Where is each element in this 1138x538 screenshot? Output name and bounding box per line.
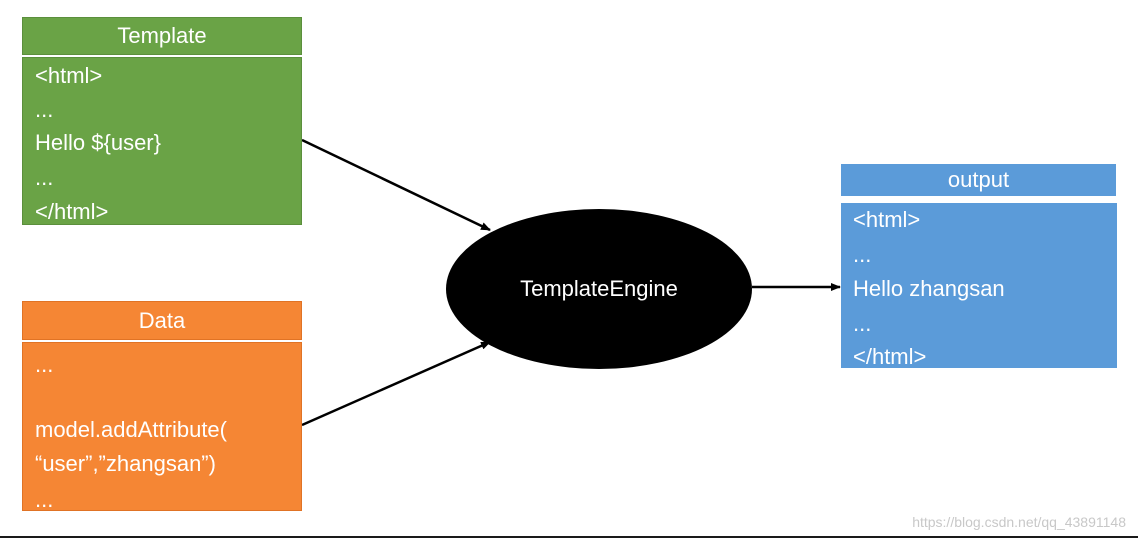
template-line: Hello ${user} [35, 130, 161, 155]
template-line: <html> [35, 63, 103, 88]
output-line: Hello zhangsan [853, 276, 1005, 301]
engine-label: TemplateEngine [520, 276, 678, 301]
data-to-engine-arrow [301, 340, 491, 427]
bottom-divider [0, 536, 1138, 538]
template-title: Template [117, 23, 207, 48]
data-line: “user”,”zhangsan”) [35, 451, 216, 476]
template-box-body: <html> ... Hello ${user} ... </html> [22, 57, 302, 225]
output-title: output [947, 167, 1010, 192]
template-line: ... [35, 165, 54, 190]
template-engine-node: TemplateEngine [446, 209, 752, 369]
output-box-header: output [841, 164, 1116, 196]
output-line: ... [853, 311, 872, 336]
output-line: ... [853, 242, 872, 267]
output-line: </html> [853, 344, 927, 369]
output-box-body: <html> ... Hello zhangsan ... </html> [841, 203, 1117, 369]
watermark-text: https://blog.csdn.net/qq_43891148 [912, 514, 1126, 530]
template-to-engine-arrow [301, 138, 491, 232]
output-line: <html> [853, 207, 921, 232]
template-line: ... [35, 97, 54, 122]
template-box-header: Template [22, 17, 302, 55]
data-title: Data [138, 307, 186, 333]
data-line: ... [35, 487, 54, 512]
data-line: ... [35, 352, 54, 377]
data-line: model.addAttribute( [35, 417, 227, 442]
template-line: </html> [35, 199, 109, 224]
data-box-header: Data [22, 301, 302, 340]
data-box-body: ... model.addAttribute( “user”,”zhangsan… [22, 342, 302, 512]
